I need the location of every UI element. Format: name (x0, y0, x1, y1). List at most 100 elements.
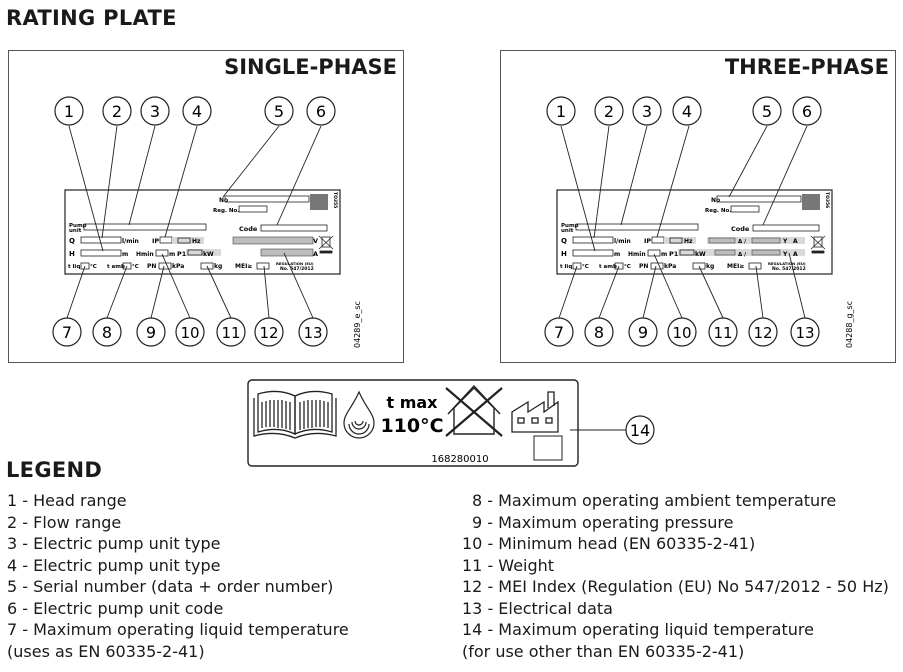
single-shade-hz (172, 237, 204, 244)
legend-item-1: 1 - Head range (7, 491, 127, 510)
single-label-kpa: kPa (172, 263, 184, 270)
single-marker-8: 8 (92, 317, 122, 347)
legend-item-13: 13 - Electrical data (462, 598, 613, 618)
single-label-mei: MEI≥ (235, 263, 252, 270)
legend-item-14: 14 - Maximum operating liquid temperatur… (462, 620, 814, 639)
three-marker-10: 10 (667, 317, 697, 347)
svg-text:7: 7 (62, 323, 72, 342)
svg-text:6: 6 (802, 102, 812, 121)
svg-text:8: 8 (102, 323, 112, 342)
three-phase-title: THREE-PHASE (724, 55, 889, 79)
single-field-pn (158, 262, 172, 270)
single-marker-6: 6 (306, 96, 336, 126)
three-label-c1: °C (582, 264, 589, 270)
single-shade-kw (186, 249, 221, 256)
svg-text:6: 6 (316, 102, 326, 121)
legend-item-10: 10 - Minimum head (EN 60335-2-41) (462, 534, 756, 553)
three-field-tamb (614, 262, 624, 270)
label-14-diagram: t max 110°C 168280010 14 (247, 379, 655, 467)
single-label-v: V (313, 237, 318, 245)
svg-text:5: 5 (762, 102, 772, 121)
single-side-mark: TO355 (332, 192, 338, 208)
single-label-tliq: t liq (68, 264, 80, 270)
legend-item-14-note: (for use other than EN 60335-2-41) (462, 641, 745, 661)
three-label-ip: IP (644, 237, 651, 245)
single-field-h (80, 249, 122, 257)
three-field-p1 (679, 249, 695, 256)
no-domestic-use-icon (445, 384, 503, 437)
three-field-no (716, 195, 802, 203)
three-label-y2: Y (782, 251, 788, 258)
three-marker-9: 9 (628, 317, 658, 347)
three-label-hz: Hz (684, 238, 693, 245)
single-label-regno: Reg. No. (213, 208, 239, 214)
three-label-y: Y (782, 238, 788, 245)
svg-text:13: 13 (303, 324, 322, 342)
single-plate-outline (64, 189, 341, 275)
svg-text:2: 2 (112, 102, 122, 121)
three-weee-bin-icon (810, 235, 826, 254)
three-field-tliq (572, 262, 582, 270)
three-field-mei (748, 262, 762, 270)
single-qr-square (310, 194, 328, 210)
single-label-q: Q (69, 237, 75, 245)
svg-text:14: 14 (630, 421, 650, 440)
three-shade-hz (664, 237, 696, 244)
three-marker-3: 3 (632, 96, 662, 126)
legend-item-4: 4 - Electric pump unit type (7, 555, 221, 575)
three-marker-8: 8 (584, 317, 614, 347)
three-label-reg1: REGULATION (EU) (768, 261, 806, 266)
three-field-amp-y (751, 249, 781, 256)
single-label-c2: °C (132, 264, 139, 270)
svg-text:7: 7 (554, 323, 564, 342)
single-marker-4: 4 (182, 96, 212, 126)
svg-text:9: 9 (146, 323, 156, 342)
svg-text:3: 3 (150, 102, 160, 121)
single-label-p1: P1 (177, 250, 187, 258)
single-marker-5: 5 (264, 96, 294, 126)
label-14-outline (247, 379, 579, 467)
svg-text:8: 8 (594, 323, 604, 342)
single-label-m: m (122, 251, 128, 258)
single-marker-7: 7 (52, 317, 82, 347)
three-qr-square (802, 194, 820, 210)
three-label-mei: MEI≥ (727, 263, 744, 270)
three-label-delta: Δ / (738, 239, 747, 245)
single-label-c1: °C (90, 264, 97, 270)
single-field-hmin (155, 249, 169, 257)
three-label-tamb: t amb (599, 264, 617, 270)
single-label-m2: m (169, 251, 175, 258)
single-marker-9: 9 (136, 317, 166, 347)
svg-text:1: 1 (64, 102, 74, 121)
single-marker-12: 12 (254, 317, 284, 347)
single-label-reg2: No. 547/2012 (280, 266, 314, 272)
three-marker-6: 6 (792, 96, 822, 126)
single-phase-title: SINGLE-PHASE (224, 55, 397, 79)
legend-item-7: 7 - Maximum operating liquid temperature (7, 620, 349, 639)
single-marker-11: 11 (216, 317, 246, 347)
three-marker-13: 13 (790, 317, 820, 347)
legend-item-7-note: (uses as EN 60335-2-41) (7, 641, 205, 661)
marker-14: 14 (625, 415, 655, 445)
three-field-pn (650, 262, 664, 270)
three-marker-4: 4 (672, 96, 702, 126)
single-label-kg: kg (214, 263, 222, 270)
three-label-m: m (614, 251, 620, 258)
three-label-pn: PN (639, 263, 648, 270)
single-marker-3: 3 (140, 96, 170, 126)
single-marker-13: 13 (298, 317, 328, 347)
rating-plate-title: RATING PLATE (6, 6, 177, 30)
single-label-no: No (219, 197, 228, 204)
three-label-a: A (793, 238, 798, 245)
legend-right-column: 8 - Maximum operating ambient temperatur… (462, 490, 889, 662)
three-field-code (752, 224, 820, 232)
label-14-tmax: t max (386, 393, 438, 412)
three-label-regno: Reg. No. (705, 208, 731, 214)
three-label-kw: kW (695, 251, 706, 258)
svg-text:13: 13 (795, 324, 814, 342)
three-label-h: H (561, 250, 567, 258)
three-field-hmin (647, 249, 661, 257)
